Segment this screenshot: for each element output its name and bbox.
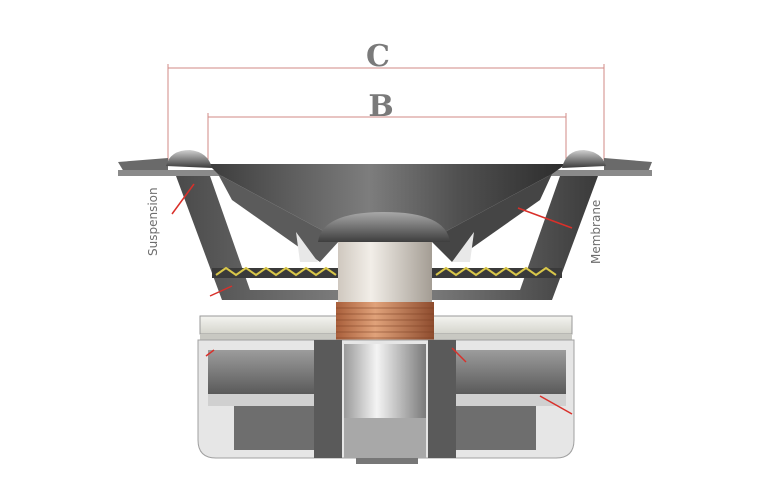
dimension-b: B — [207, 89, 567, 166]
pointer-lines — [171, 183, 573, 415]
magnet-assembly — [197, 339, 575, 459]
dimension-c-label: C — [366, 39, 390, 74]
dimension-b-label: B — [368, 89, 393, 124]
pole-piece — [344, 344, 426, 418]
dimension-c: C — [167, 39, 605, 160]
surround-left — [166, 150, 212, 168]
membrane-label: Membrane — [589, 200, 603, 264]
surround-right — [562, 150, 606, 168]
suspension-label: Suspension — [146, 187, 160, 256]
dust-cap — [318, 212, 450, 242]
cone-membrane — [208, 164, 566, 240]
voice-coil — [336, 302, 434, 344]
voice-coil-former — [338, 242, 432, 302]
